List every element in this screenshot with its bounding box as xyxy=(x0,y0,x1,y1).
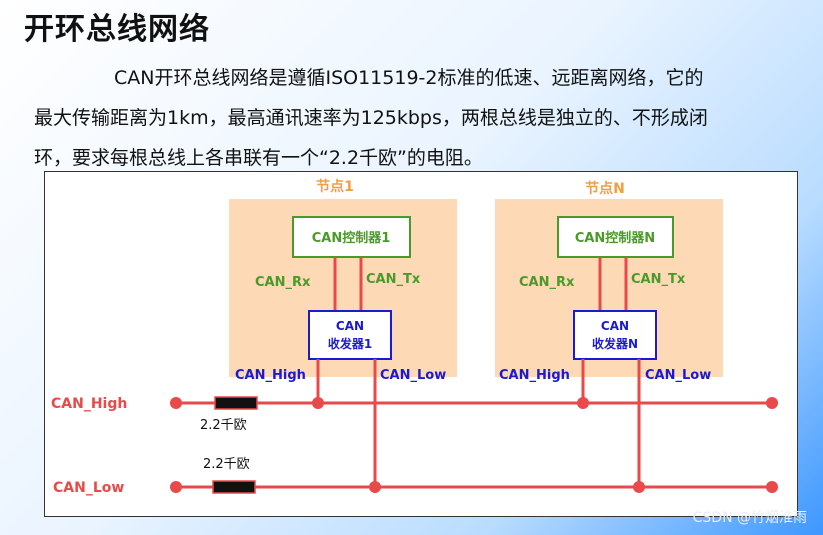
low-bus-resistor xyxy=(212,480,256,494)
node1-transceiver-line2: 收发器1 xyxy=(328,336,372,351)
low-resistor-label: 2.2千欧 xyxy=(203,457,250,472)
nodeN-transceiver-box xyxy=(573,310,657,360)
node1-transceiver-box xyxy=(308,310,392,360)
node1-high-junction xyxy=(312,397,324,409)
nodeN-low-label: CAN_Low xyxy=(645,368,711,383)
description-line-3: 环，要求每根总线上各串联有一个“2.2千欧”的电阻。 xyxy=(34,147,483,169)
watermark: CSDN @竹烟淮雨 xyxy=(692,510,807,526)
nodeN-transceiver-line1: CAN xyxy=(601,319,629,333)
high-resistor-label: 2.2千欧 xyxy=(200,418,247,433)
node1-controller-box xyxy=(292,216,411,258)
nodeN-high-junction xyxy=(577,397,589,409)
nodeN-high-label: CAN_High xyxy=(499,368,570,383)
node1-low-label: CAN_Low xyxy=(380,368,446,383)
can-high-bus-end xyxy=(766,397,778,409)
can-low-bus-label: CAN_Low xyxy=(53,480,124,496)
node1-controller-label: CAN控制器1 xyxy=(312,230,391,246)
nodeN-controller-box xyxy=(557,216,674,258)
nodeN-low-junction xyxy=(633,481,645,493)
can-low-bus-end xyxy=(766,481,778,493)
high-bus-resistor xyxy=(214,396,258,410)
description-paragraph: CAN开环总线网络是遵循ISO11519-2标准的低速、远距离网络，它的 最大传… xyxy=(34,58,794,178)
diagram-canvas: 节点1 节点N CAN控制器1 CAN控制器N CAN_Rx CAN_Tx CA… xyxy=(51,178,778,496)
nodeN-controller-label: CAN控制器N xyxy=(575,230,655,246)
can-low-bus-start xyxy=(170,481,182,493)
nodeN-transceiver-line2: 收发器N xyxy=(592,336,638,351)
can-high-bus-label: CAN_High xyxy=(51,396,127,412)
nodeN-tx-label: CAN_Tx xyxy=(631,272,686,287)
nodeN-label: 节点N xyxy=(585,180,625,197)
nodeN-rx-label: CAN_Rx xyxy=(519,275,575,290)
node1-rx-label: CAN_Rx xyxy=(255,275,311,290)
node1-label: 节点1 xyxy=(316,178,354,195)
node1-low-junction xyxy=(369,481,381,493)
description-line-2: 最大传输距离为1km，最高通讯速率为125kbps，两根总线是独立的、不形成闭 xyxy=(34,107,708,129)
node1-high-label: CAN_High xyxy=(235,368,306,383)
description-line-1: CAN开环总线网络是遵循ISO11519-2标准的低速、远距离网络，它的 xyxy=(114,67,704,89)
node1-tx-label: CAN_Tx xyxy=(366,272,421,287)
page-title: 开环总线网络 xyxy=(24,12,210,47)
node1-transceiver-line1: CAN xyxy=(336,319,364,333)
can-high-bus-start xyxy=(170,397,182,409)
can-open-bus-diagram: 节点1 节点N CAN控制器1 CAN控制器N CAN_Rx CAN_Tx CA… xyxy=(44,171,798,517)
